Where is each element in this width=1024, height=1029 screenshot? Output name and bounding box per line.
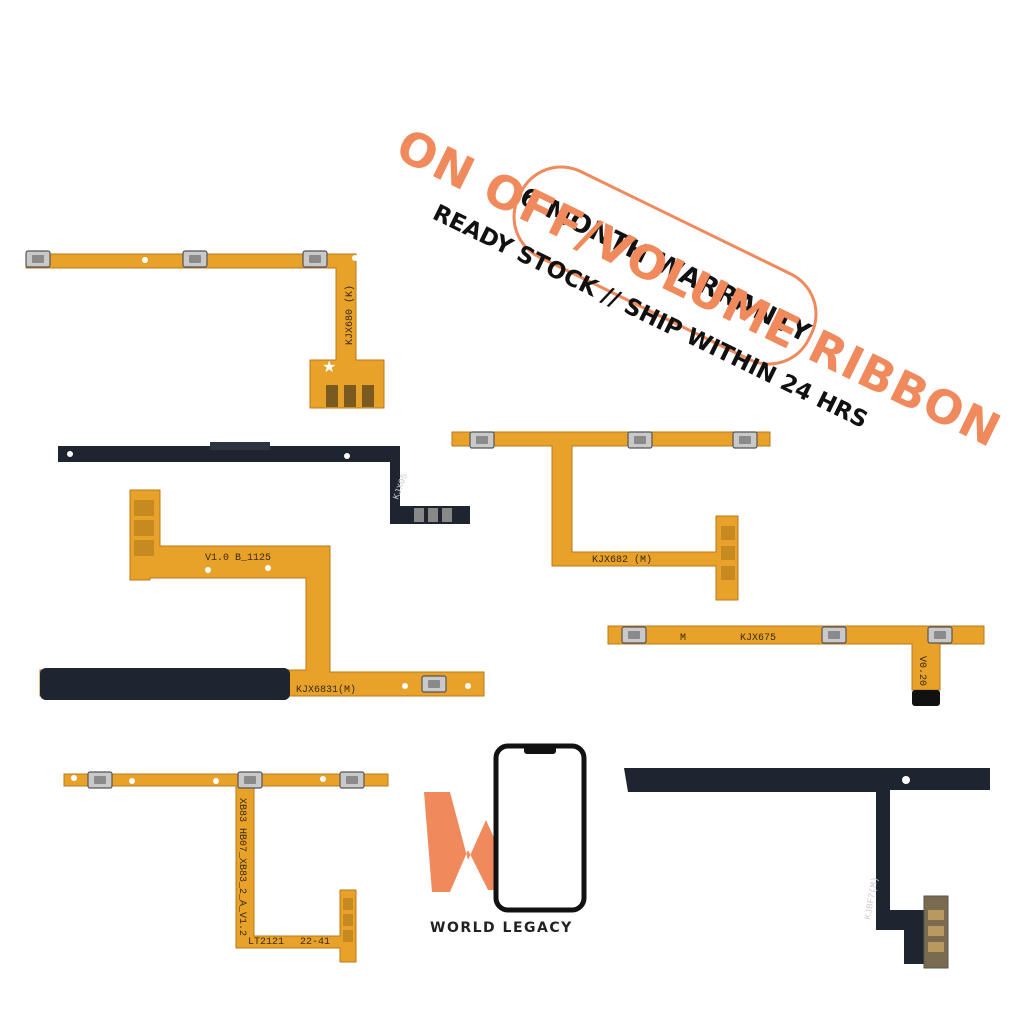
cable-label: LT2121: [248, 937, 284, 948]
flex-cable-kjx680: ★ KJX680 (K): [25, 250, 385, 409]
cable-label: KJX6831(M): [296, 684, 356, 696]
cable-label: V0.20: [916, 656, 927, 686]
flex-cable-kjx675: M KJX675 V0.20: [607, 625, 985, 706]
cable-label: KJX682 (M): [592, 554, 652, 566]
svg-text:★: ★: [322, 359, 336, 376]
w-letter-phone-icon: [424, 743, 587, 913]
cable-label: 22-41: [300, 937, 330, 948]
flex-cable-hb07: XB83 HB07_XB83_2_A_V1.2 LT2121 22-41: [63, 771, 389, 963]
brand-name: WORLD LEGACY: [430, 920, 573, 936]
flex-cable-kjx6831: V1.0 B_1125 KJX6831(M): [39, 489, 485, 700]
cable-label: M: [680, 633, 686, 644]
flex-cable-kjx682: KJX682 (M): [451, 431, 771, 601]
cable-label: XB83 HB07_XB83_2_A_V1.2: [236, 798, 247, 936]
cable-label: KJX675: [740, 633, 776, 644]
flex-cable-kjbf7: KJBF7(M): [624, 768, 990, 969]
flex-cable-kjx05: KJX05: [58, 442, 470, 524]
cable-label: KJX680 (K): [344, 285, 356, 345]
cable-label: V1.0 B_1125: [205, 553, 271, 564]
